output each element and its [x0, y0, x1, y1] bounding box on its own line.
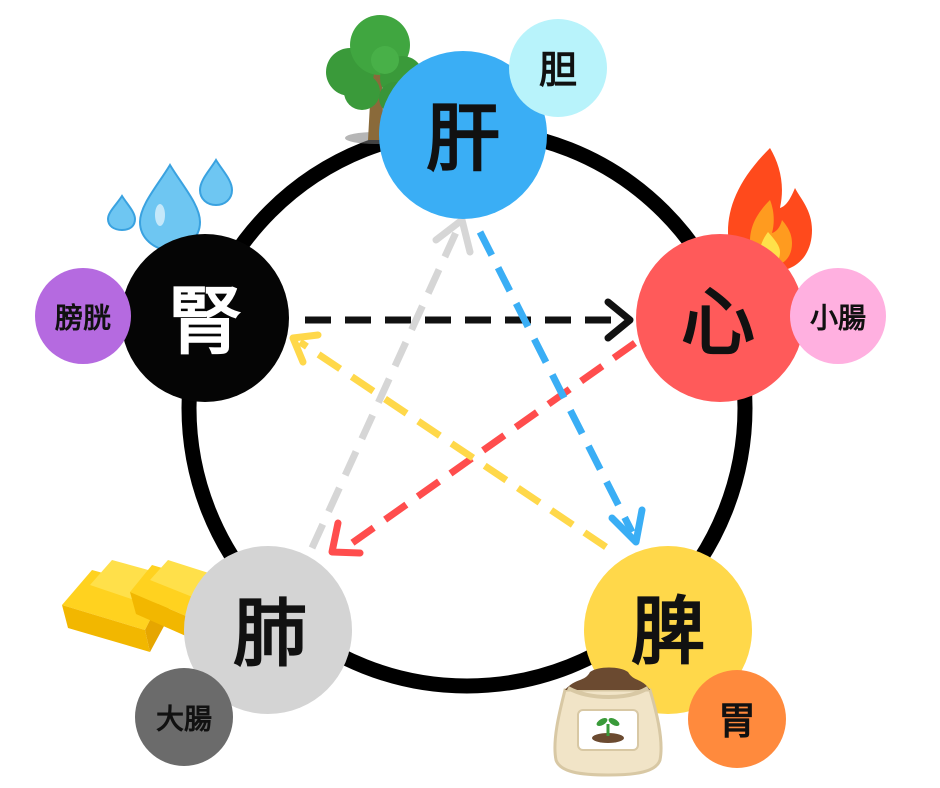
organ-large-intestine-label: 大腸	[156, 703, 212, 736]
control-arrow-metal-wood	[308, 216, 474, 550]
organ-small-intestine-label: 小腸	[810, 302, 866, 335]
organ-heart-circle	[636, 234, 804, 402]
organ-spleen-label: 脾	[631, 589, 705, 675]
organ-lung-circle	[184, 546, 352, 714]
organ-bladder-circle	[35, 268, 131, 364]
control-arrow-earth-water	[289, 331, 608, 550]
organ-bladder-label: 膀胱	[54, 302, 111, 335]
organ-small-intestine-circle	[790, 268, 886, 364]
organ-stomach-circle	[688, 670, 786, 768]
tree-icon	[326, 15, 424, 144]
organ-kidney-label: 腎	[168, 279, 242, 365]
organ-gallbladder-circle	[509, 19, 607, 117]
organ-heart-label: 心	[681, 280, 755, 366]
organ-large-intestine-circle	[135, 668, 233, 766]
water-drops-icon	[106, 158, 234, 252]
organ-lung-label: 肺	[233, 591, 307, 677]
organ-liver-circle	[379, 51, 547, 219]
soil-bag-icon	[553, 667, 663, 777]
organ-gallbladder-label: 胆	[539, 48, 577, 92]
control-arrow-water-fire	[305, 298, 634, 342]
organ-kidney-circle	[121, 234, 289, 402]
control-arrow-fire-metal	[328, 340, 638, 557]
organ-stomach-label: 胃	[718, 699, 756, 743]
organ-liver-label: 肝	[426, 96, 500, 182]
control-arrow-wood-earth	[476, 230, 646, 546]
